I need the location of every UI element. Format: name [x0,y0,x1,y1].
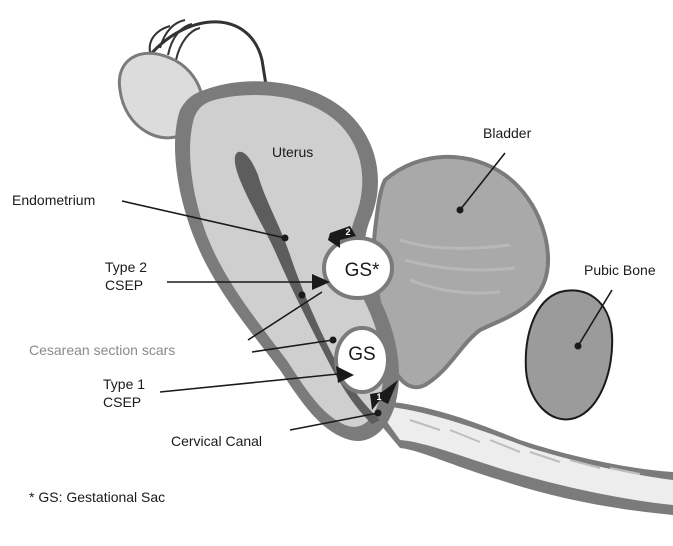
cervical-canal-label: Cervical Canal [171,433,262,449]
uterus-label: Uterus [272,144,313,160]
gestational-sac-type1: GS [336,328,388,392]
footnote: * GS: Gestational Sac [29,489,165,505]
arrow-2-number: 2 [345,227,350,237]
pubic-bone-label: Pubic Bone [584,262,656,278]
arrow-1-number: 1 [376,392,381,402]
vaginal-canal [360,400,673,515]
gs-type1-label: GS [348,344,375,365]
type1-label-line1: Type 1 [103,376,145,392]
type2-label-line1: Type 2 [105,259,147,275]
bladder-label: Bladder [483,125,532,141]
type1-label-line2: CSEP [103,394,141,410]
type2-label-line2: CSEP [105,277,143,293]
bladder [374,157,548,387]
cesarean-scars-label: Cesarean section scars [29,342,175,358]
endometrium-label: Endometrium [12,192,95,208]
gestational-sac-type2: GS* [324,238,392,298]
gs-type2-label: GS* [345,260,380,281]
